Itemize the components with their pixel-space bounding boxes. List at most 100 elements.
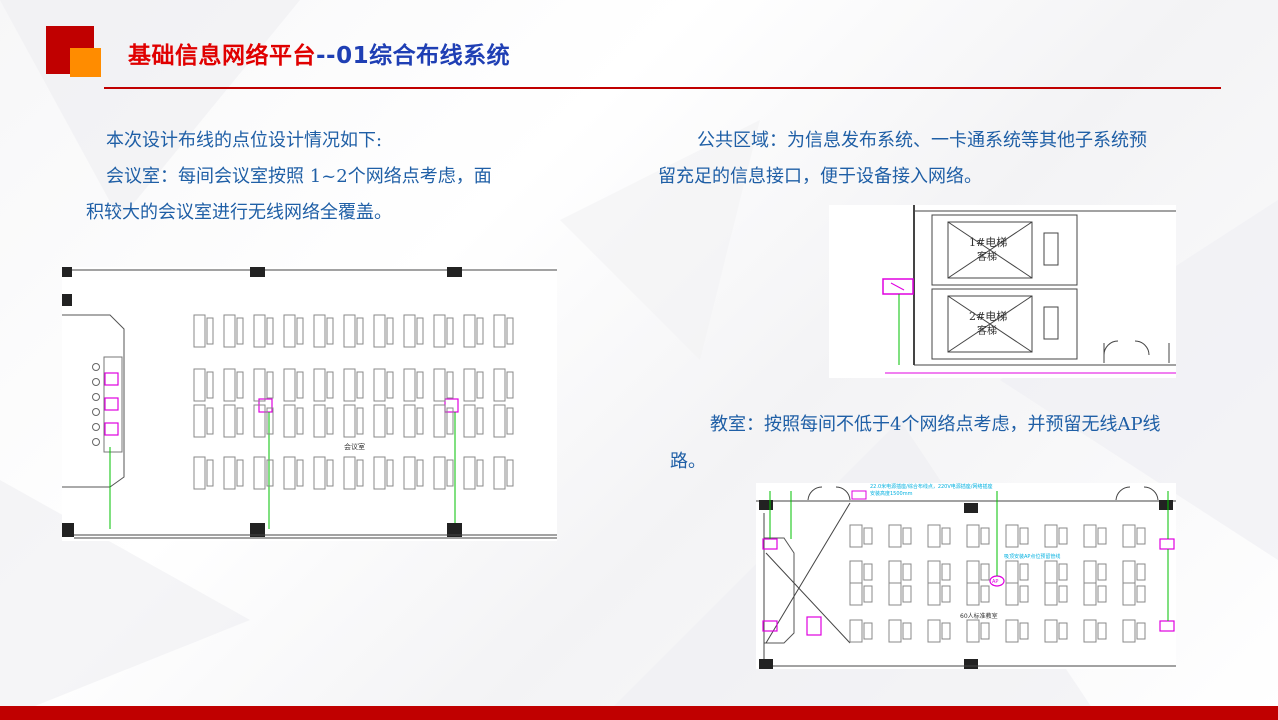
desk [343, 314, 356, 348]
desk [386, 371, 394, 399]
desk [373, 456, 386, 490]
desk [283, 314, 296, 348]
desk [446, 459, 454, 487]
desk [1083, 524, 1097, 548]
desk [313, 404, 326, 438]
desk [966, 560, 980, 584]
meeting-text-line1: 会议室：每间会议室按照 1~2个网络点考虑，面 [106, 166, 492, 187]
desk [1005, 524, 1019, 548]
classroom-note: 22.0米电源插座/综合布线点，220V电源插座/网络插座 [870, 483, 992, 490]
desk [1083, 619, 1097, 643]
desk [193, 456, 206, 490]
classroom-floorplan: 22.0米电源插座/综合布线点，220V电源插座/网络插座 安装高度1500mm… [756, 483, 1176, 669]
desk [980, 563, 990, 581]
desk [1122, 560, 1136, 584]
desk [1044, 560, 1058, 584]
desk [941, 527, 951, 545]
desk [403, 456, 416, 490]
desk [236, 371, 244, 399]
desk [283, 404, 296, 438]
desk [433, 368, 446, 402]
desk [463, 314, 476, 348]
meeting-room-floorplan: 会议室 [62, 267, 557, 541]
desk [849, 582, 863, 606]
desk [403, 314, 416, 348]
desk [1122, 524, 1136, 548]
desk [223, 456, 236, 490]
desk [463, 368, 476, 402]
elevator2-sub: 客梯 [977, 324, 997, 337]
desk [476, 459, 484, 487]
classroom-text-line2: 路。 [670, 451, 706, 472]
desk [1083, 582, 1097, 606]
desk [356, 459, 364, 487]
desk [927, 560, 941, 584]
desk [1005, 582, 1019, 606]
desk [296, 459, 304, 487]
desk [223, 314, 236, 348]
desk [193, 368, 206, 402]
desk [253, 368, 266, 402]
desk [888, 524, 902, 548]
desk [416, 407, 424, 435]
desk [493, 456, 506, 490]
desk [356, 407, 364, 435]
desk [313, 456, 326, 490]
desk [433, 314, 446, 348]
desk [849, 619, 863, 643]
desk [433, 404, 446, 438]
desk [1058, 622, 1068, 640]
desk [1058, 585, 1068, 603]
desk [403, 368, 416, 402]
desk [863, 585, 873, 603]
desk [446, 407, 454, 435]
desk [236, 407, 244, 435]
footer-bar [0, 706, 1278, 720]
desk [296, 317, 304, 345]
desk [1005, 619, 1019, 643]
desk [902, 585, 912, 603]
classroom-note2: 安装高度1500mm [870, 490, 913, 497]
classroom-text-line1: 教室：按照每间不低于4个网络点考虑，并预留无线AP线 [710, 414, 1161, 435]
desk [236, 459, 244, 487]
desk [863, 622, 873, 640]
desk [1097, 527, 1107, 545]
desk [863, 527, 873, 545]
desk [1044, 582, 1058, 606]
elevator1-sub: 客梯 [977, 250, 997, 263]
logo-orange-square [70, 48, 101, 77]
desk [416, 459, 424, 487]
desk [966, 524, 980, 548]
desk [493, 404, 506, 438]
desk [888, 560, 902, 584]
desk [296, 407, 304, 435]
desk [326, 371, 334, 399]
desk [1136, 563, 1146, 581]
desk [476, 371, 484, 399]
desk [206, 407, 214, 435]
desk [506, 317, 514, 345]
desk [849, 560, 863, 584]
desk [476, 317, 484, 345]
elevator-floorplan: 1#电梯 客梯 2#电梯 客梯 [829, 205, 1176, 378]
desk [1136, 585, 1146, 603]
desk [980, 622, 990, 640]
desk [386, 317, 394, 345]
desk [373, 404, 386, 438]
classroom-label: 60人标准教室 [960, 612, 998, 620]
desk [386, 407, 394, 435]
public-text-line1: 公共区域：为信息发布系统、一卡通系统等其他子系统预 [697, 130, 1147, 151]
page-title: 基础信息网络平台--01综合布线系统 [128, 36, 510, 70]
desk [927, 619, 941, 643]
desk [266, 317, 274, 345]
desk [206, 371, 214, 399]
title-sub: --01综合布线系统 [316, 43, 511, 69]
desk [966, 582, 980, 606]
meeting-text-line2: 积较大的会议室进行无线网络全覆盖。 [86, 202, 392, 223]
desk [902, 622, 912, 640]
title-divider [104, 87, 1221, 89]
desk [253, 314, 266, 348]
desk [343, 368, 356, 402]
desk [1058, 563, 1068, 581]
desk [266, 371, 274, 399]
